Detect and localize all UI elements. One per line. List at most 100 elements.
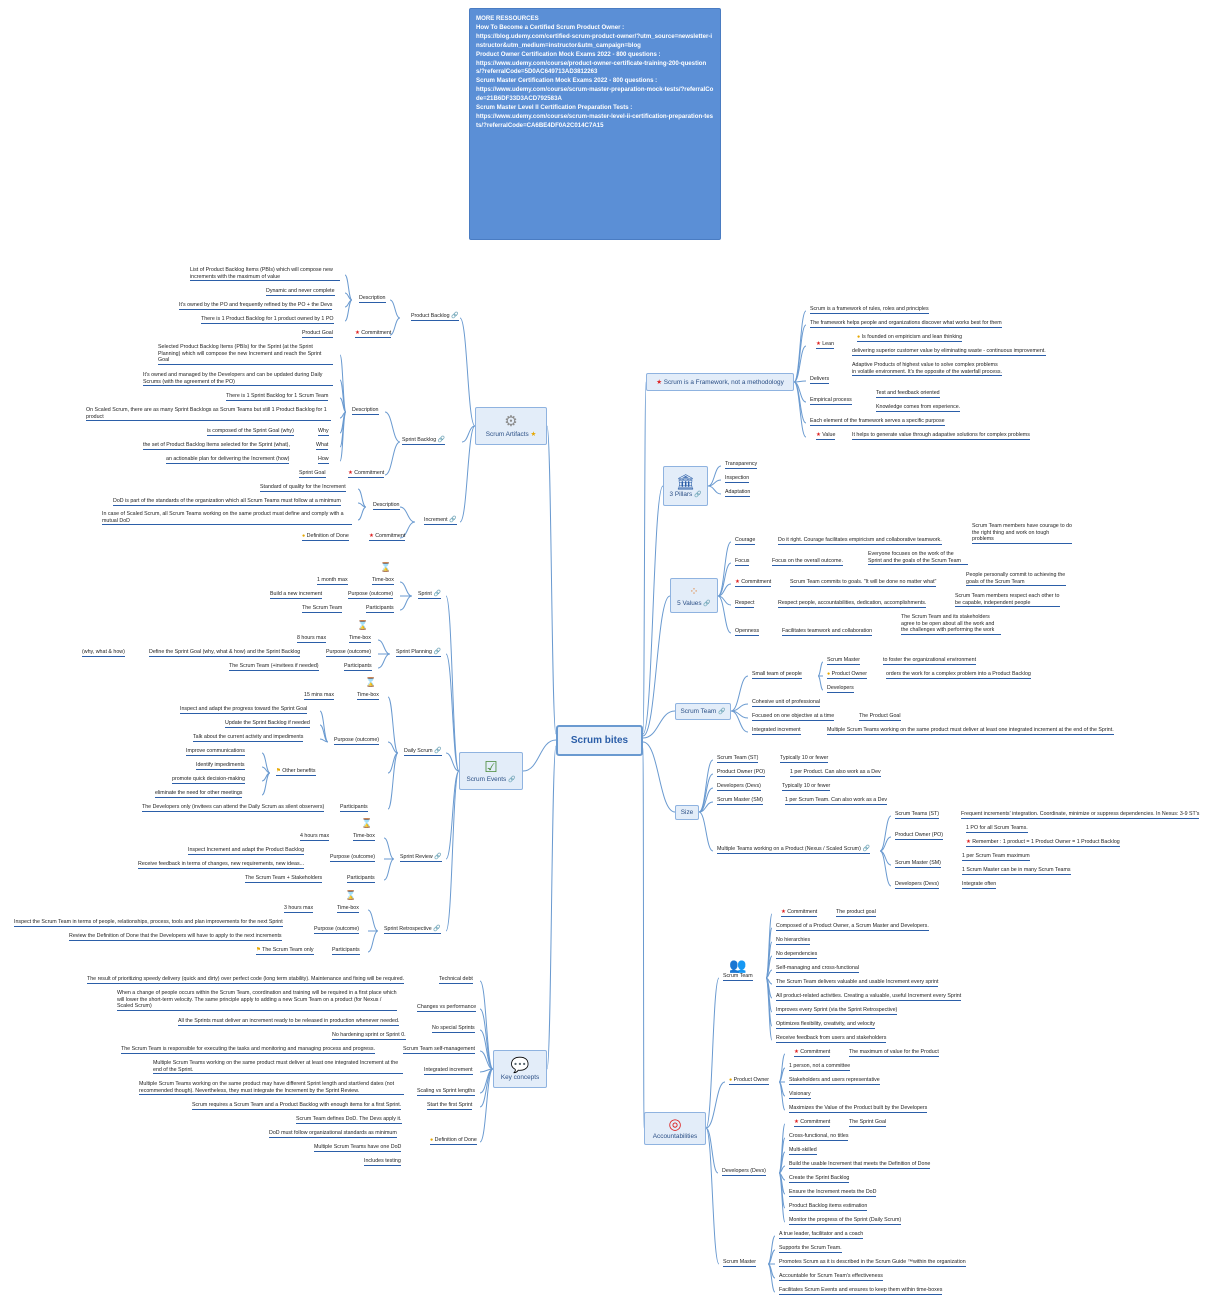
map-node[interactable]: Respect people, accountabilities, dedica… [778, 600, 927, 608]
link-icon[interactable]: 🔗 [431, 649, 442, 655]
map-node[interactable]: orders the work for a complex problem in… [886, 671, 1031, 679]
map-node[interactable]: Purpose (outcome) [330, 854, 376, 862]
map-node[interactable]: Participants [332, 947, 360, 955]
map-node[interactable]: Inspect and adapt the progress toward th… [180, 706, 308, 714]
map-node[interactable]: Developers (Devs) [895, 881, 939, 889]
map-node[interactable]: Cross-functional, no titles [789, 1133, 849, 1141]
map-node[interactable]: ● Product Owner [827, 671, 867, 679]
map-node[interactable]: ⌛Time-box [372, 563, 394, 585]
map-node[interactable]: Receive feedback from users and stakehol… [776, 1035, 887, 1043]
map-node[interactable]: Developers (Devs) [717, 783, 761, 791]
map-node[interactable]: Sprint Planning 🔗 [396, 649, 442, 657]
map-node[interactable]: Why [318, 428, 329, 436]
map-node[interactable]: Purpose (outcome) [334, 737, 380, 745]
central-topic[interactable]: Scrum bites [556, 725, 643, 756]
map-node[interactable]: Create the Sprint Backlog [789, 1175, 850, 1183]
link-icon[interactable]: 🔗 [432, 748, 442, 754]
map-node[interactable]: Integrated increment [752, 727, 801, 735]
map-node[interactable]: No hierarchies [776, 937, 811, 945]
map-node[interactable]: Selected Product Backlog Items (PBIs) fo… [158, 344, 333, 365]
map-node[interactable]: Purpose (outcome) [314, 926, 360, 934]
map-node[interactable]: Composed of a Product Owner, a Scrum Mas… [776, 923, 929, 931]
map-node[interactable]: Start the first Sprint [427, 1102, 473, 1110]
topic-accountabilities[interactable]: ◎ Accountabilities [644, 1112, 706, 1145]
map-node[interactable]: Scrum Team self-management [403, 1046, 476, 1054]
map-node[interactable]: (why, what & how) [82, 649, 125, 657]
map-node[interactable]: Scaling vs Sprint lengths [417, 1088, 476, 1096]
map-node[interactable]: Empirical process [810, 397, 852, 405]
link-icon[interactable]: 🔗 [436, 437, 446, 443]
map-node[interactable]: The maximum of value for the Product [849, 1049, 939, 1057]
map-node[interactable]: What [316, 442, 329, 450]
map-node[interactable]: Sprint Backlog 🔗 [402, 437, 446, 445]
map-node[interactable]: 1 Scrum Master can be in many Scrum Team… [962, 867, 1071, 875]
map-node[interactable]: Improves every Sprint (via the Sprint Re… [776, 1007, 898, 1015]
map-node[interactable]: Multiple Scrum Teams working on the same… [139, 1081, 404, 1095]
map-node[interactable]: Scrum Team members respect each other to… [955, 593, 1060, 607]
map-node[interactable]: Product Owner (PO) [717, 769, 765, 777]
map-node[interactable]: Scrum Master (SM) [895, 860, 941, 868]
map-node[interactable]: It helps to generate value through adapa… [852, 432, 1030, 440]
map-node[interactable]: Increment 🔗 [424, 517, 457, 525]
resources-link[interactable]: https://www.udemy.com/course/product-own… [476, 59, 707, 76]
map-node[interactable]: Product Backlog 🔗 [411, 313, 459, 321]
map-node[interactable]: Facilitates teamwork and collaboration [782, 628, 873, 636]
map-node[interactable]: The framework helps people and organizat… [810, 320, 1002, 328]
map-node[interactable]: A true leader, facilitator and a coach [779, 1231, 864, 1239]
map-node[interactable]: Frequent increments' integration. Coordi… [961, 811, 1200, 819]
map-node[interactable]: Define the Sprint Goal (why, what & how)… [149, 649, 301, 657]
map-node[interactable]: The Scrum Team is responsible for execut… [121, 1046, 375, 1054]
map-node[interactable]: 1 PO for all Scrum Teams. [966, 825, 1028, 833]
map-node[interactable]: Scrum is a framework of rules, roles and… [810, 306, 929, 314]
map-node[interactable]: Standard of quality for the Increment [260, 484, 346, 492]
map-node[interactable]: ★ Remember : 1 product = 1 Product Owner… [966, 839, 1120, 847]
map-node[interactable]: ★ Commitment [355, 330, 392, 338]
map-node[interactable]: 1 month max [317, 577, 348, 585]
map-node[interactable]: On Scaled Scrum, there are as many Sprin… [86, 407, 331, 421]
map-node[interactable]: Focused on one objective at a time [752, 713, 835, 721]
map-node[interactable]: Sprint 🔗 [418, 591, 441, 599]
map-node[interactable]: Facilitates Scrum Events and ensures to … [779, 1287, 943, 1295]
map-node[interactable]: ★ Lean [816, 341, 835, 349]
link-icon[interactable]: 🔗 [860, 846, 870, 852]
map-node[interactable]: Multiple Scrum Teams working on the same… [153, 1060, 403, 1074]
map-node[interactable]: promote quick decision-making [172, 776, 246, 784]
map-node[interactable]: 15 mins max [304, 692, 335, 700]
map-node[interactable]: No hardening sprint or Sprint 0. [332, 1032, 406, 1040]
map-node[interactable]: Product Owner (PO) [895, 832, 943, 840]
map-node[interactable]: Build the usable Increment that meets th… [789, 1161, 931, 1169]
map-node[interactable]: Small team of people [752, 671, 802, 679]
map-node[interactable]: the set of Product Backlog Items selecte… [143, 442, 290, 450]
map-node[interactable]: Supports the Scrum Team. [779, 1245, 842, 1253]
map-node[interactable]: ● Product Owner [729, 1077, 769, 1085]
map-node[interactable]: Scrum Team members have courage to do th… [972, 523, 1072, 544]
map-node[interactable]: Identify impediments [196, 762, 245, 770]
map-node[interactable]: Visionary [789, 1091, 811, 1099]
map-node[interactable]: Purpose (outcome) [326, 649, 372, 657]
map-node[interactable]: The Scrum Team delivers valuable and usa… [776, 979, 939, 987]
map-node[interactable]: ★ Value [816, 432, 836, 440]
map-node[interactable]: Adaptation [725, 489, 751, 497]
map-node[interactable]: Scrum Teams (ST) [895, 811, 940, 819]
map-node[interactable]: Changes vs performance [417, 1004, 477, 1012]
map-node[interactable]: Self-managing and cross-functional [776, 965, 860, 973]
map-node[interactable]: Ensure the Increment meets the DoD [789, 1189, 877, 1197]
topic-scrum-team[interactable]: Scrum Team 🔗 [675, 703, 731, 720]
map-node[interactable]: Multi-skilled [789, 1147, 817, 1155]
map-node[interactable]: ★ Commitment [794, 1119, 831, 1127]
map-node[interactable]: Participants [366, 605, 394, 613]
map-node[interactable]: Multiple Scrum Teams have one DoD [314, 1144, 402, 1152]
map-node[interactable]: ★ Commitment [369, 533, 406, 541]
map-node[interactable]: The Scrum Team (+invitees if needed) [229, 663, 319, 671]
map-node[interactable]: It's owned by the PO and frequently refi… [179, 302, 333, 310]
map-node[interactable]: Knowledge comes from experience. [876, 404, 961, 412]
map-node[interactable]: Typically 10 or fewer [782, 783, 831, 791]
map-node[interactable]: an actionable plan for delivering the In… [166, 456, 290, 464]
resources-link[interactable]: https://blog.udemy.com/certified-scrum-p… [476, 32, 713, 49]
map-node[interactable]: Monitor the progress of the Sprint (Dail… [789, 1217, 902, 1225]
map-node[interactable]: In case of Scaled Scrum, all Scrum Teams… [102, 511, 352, 525]
link-icon[interactable]: 🔗 [431, 591, 441, 597]
map-node[interactable]: 4 hours max [300, 833, 330, 841]
map-node[interactable]: ★ Commitment [794, 1049, 831, 1057]
map-node[interactable]: The Sprint Goal [849, 1119, 887, 1127]
